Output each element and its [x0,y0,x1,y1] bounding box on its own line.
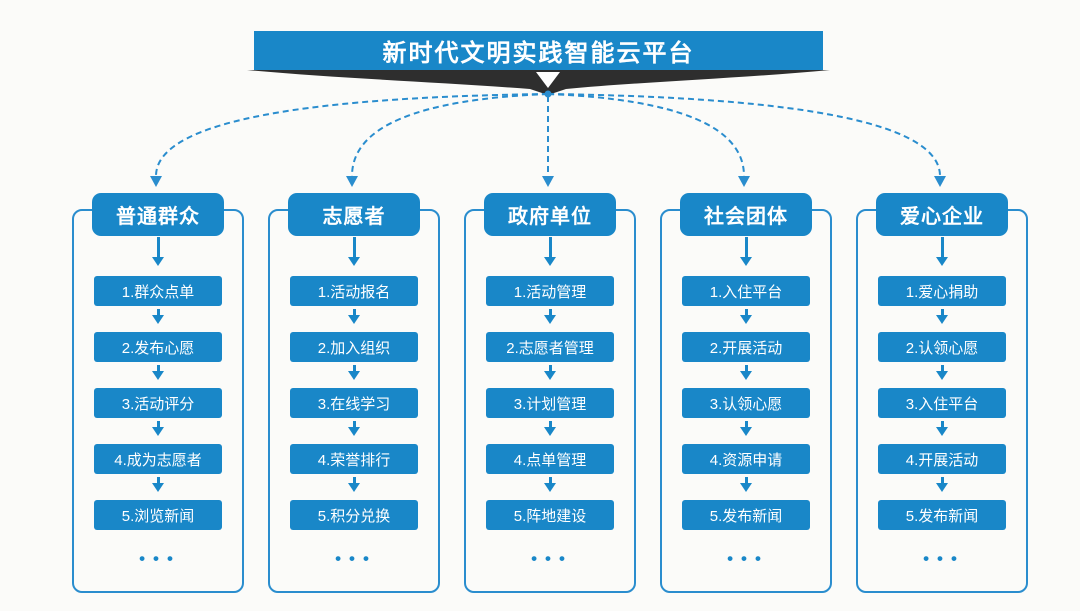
flow-step: 1.活动管理 [486,276,614,306]
column-header: 社会团体 [680,193,812,236]
more-indicator: ••• [139,549,181,568]
flow-step: 5.发布新闻 [682,500,810,530]
column-volunteer: 志愿者 1.活动报名 2.加入组织 3.在线学习 4.荣誉排行 5.积分兑换 •… [268,193,440,593]
flow-step: 1.活动报名 [290,276,418,306]
connector-arrowhead-icon [738,176,750,187]
down-arrow-icon [940,237,944,263]
banner-arrow-icon [536,72,560,88]
down-arrow-icon [156,421,160,433]
more-indicator: ••• [727,549,769,568]
down-arrow-icon [940,421,944,433]
down-arrow-icon [156,309,160,321]
flow-step: 2.开展活动 [682,332,810,362]
down-arrow-icon [548,365,552,377]
column-government: 政府单位 1.活动管理 2.志愿者管理 3.计划管理 4.点单管理 5.阵地建设… [464,193,636,593]
column-body: 1.爱心捐助 2.认领心愿 3.入住平台 4.开展活动 5.发布新闻 ••• [858,237,1026,591]
connector-arrowhead-icon [934,176,946,187]
flow-step: 1.爱心捐助 [878,276,1006,306]
down-arrow-icon [744,309,748,321]
column-header: 普通群众 [92,193,224,236]
down-arrow-icon [352,237,356,263]
banner-ribbon [247,70,830,95]
down-arrow-icon [744,421,748,433]
flow-step: 1.群众点单 [94,276,222,306]
flow-step: 2.志愿者管理 [486,332,614,362]
column-ordinary-public: 普通群众 1.群众点单 2.发布心愿 3.活动评分 4.成为志愿者 5.浏览新闻… [72,193,244,593]
down-arrow-icon [156,365,160,377]
flow-step: 3.活动评分 [94,388,222,418]
more-indicator: ••• [335,549,377,568]
down-arrow-icon [744,365,748,377]
flow-step: 3.认领心愿 [682,388,810,418]
flow-step: 2.发布心愿 [94,332,222,362]
column-header: 爱心企业 [876,193,1008,236]
down-arrow-icon [156,477,160,489]
dashed-connector-2 [351,93,549,177]
down-arrow-icon [156,237,160,263]
flow-step: 2.加入组织 [290,332,418,362]
flow-step: 5.浏览新闻 [94,500,222,530]
connector-arrowhead-icon [150,176,162,187]
down-arrow-icon [940,309,944,321]
column-social-group: 社会团体 1.入住平台 2.开展活动 3.认领心愿 4.资源申请 5.发布新闻 … [660,193,832,593]
flow-step: 4.荣誉排行 [290,444,418,474]
down-arrow-icon [548,309,552,321]
flow-step: 3.入住平台 [878,388,1006,418]
down-arrow-icon [352,477,356,489]
down-arrow-icon [548,477,552,489]
flow-step: 3.在线学习 [290,388,418,418]
column-body: 1.活动管理 2.志愿者管理 3.计划管理 4.点单管理 5.阵地建设 ••• [466,237,634,591]
down-arrow-icon [352,421,356,433]
column-header: 政府单位 [484,193,616,236]
down-arrow-icon [352,365,356,377]
flow-step: 4.资源申请 [682,444,810,474]
down-arrow-icon [940,477,944,489]
flow-step: 5.阵地建设 [486,500,614,530]
flow-step: 3.计划管理 [486,388,614,418]
dashed-connector-5 [547,93,941,177]
column-body: 1.群众点单 2.发布心愿 3.活动评分 4.成为志愿者 5.浏览新闻 ••• [74,237,242,591]
dashed-connector-1 [155,93,549,177]
flow-step: 5.积分兑换 [290,500,418,530]
column-body: 1.活动报名 2.加入组织 3.在线学习 4.荣誉排行 5.积分兑换 ••• [270,237,438,591]
more-indicator: ••• [923,549,965,568]
down-arrow-icon [352,309,356,321]
down-arrow-icon [940,365,944,377]
down-arrow-icon [744,237,748,263]
more-indicator: ••• [531,549,573,568]
flow-step: 2.认领心愿 [878,332,1006,362]
flow-step: 4.开展活动 [878,444,1006,474]
flow-step: 4.点单管理 [486,444,614,474]
column-header: 志愿者 [288,193,420,236]
flow-step: 1.入住平台 [682,276,810,306]
platform-title-banner: 新时代文明实践智能云平台 [254,31,823,70]
flow-step: 4.成为志愿者 [94,444,222,474]
down-arrow-icon [744,477,748,489]
flow-step: 5.发布新闻 [878,500,1006,530]
platform-title: 新时代文明实践智能云平台 [382,40,695,67]
connector-arrowhead-icon [346,176,358,187]
column-body: 1.入住平台 2.开展活动 3.认领心愿 4.资源申请 5.发布新闻 ••• [662,237,830,591]
dashed-connector-4 [547,93,745,177]
column-enterprise: 爱心企业 1.爱心捐助 2.认领心愿 3.入住平台 4.开展活动 5.发布新闻 … [856,193,1028,593]
connector-arrowhead-icon [542,176,554,187]
down-arrow-icon [548,421,552,433]
down-arrow-icon [548,237,552,263]
